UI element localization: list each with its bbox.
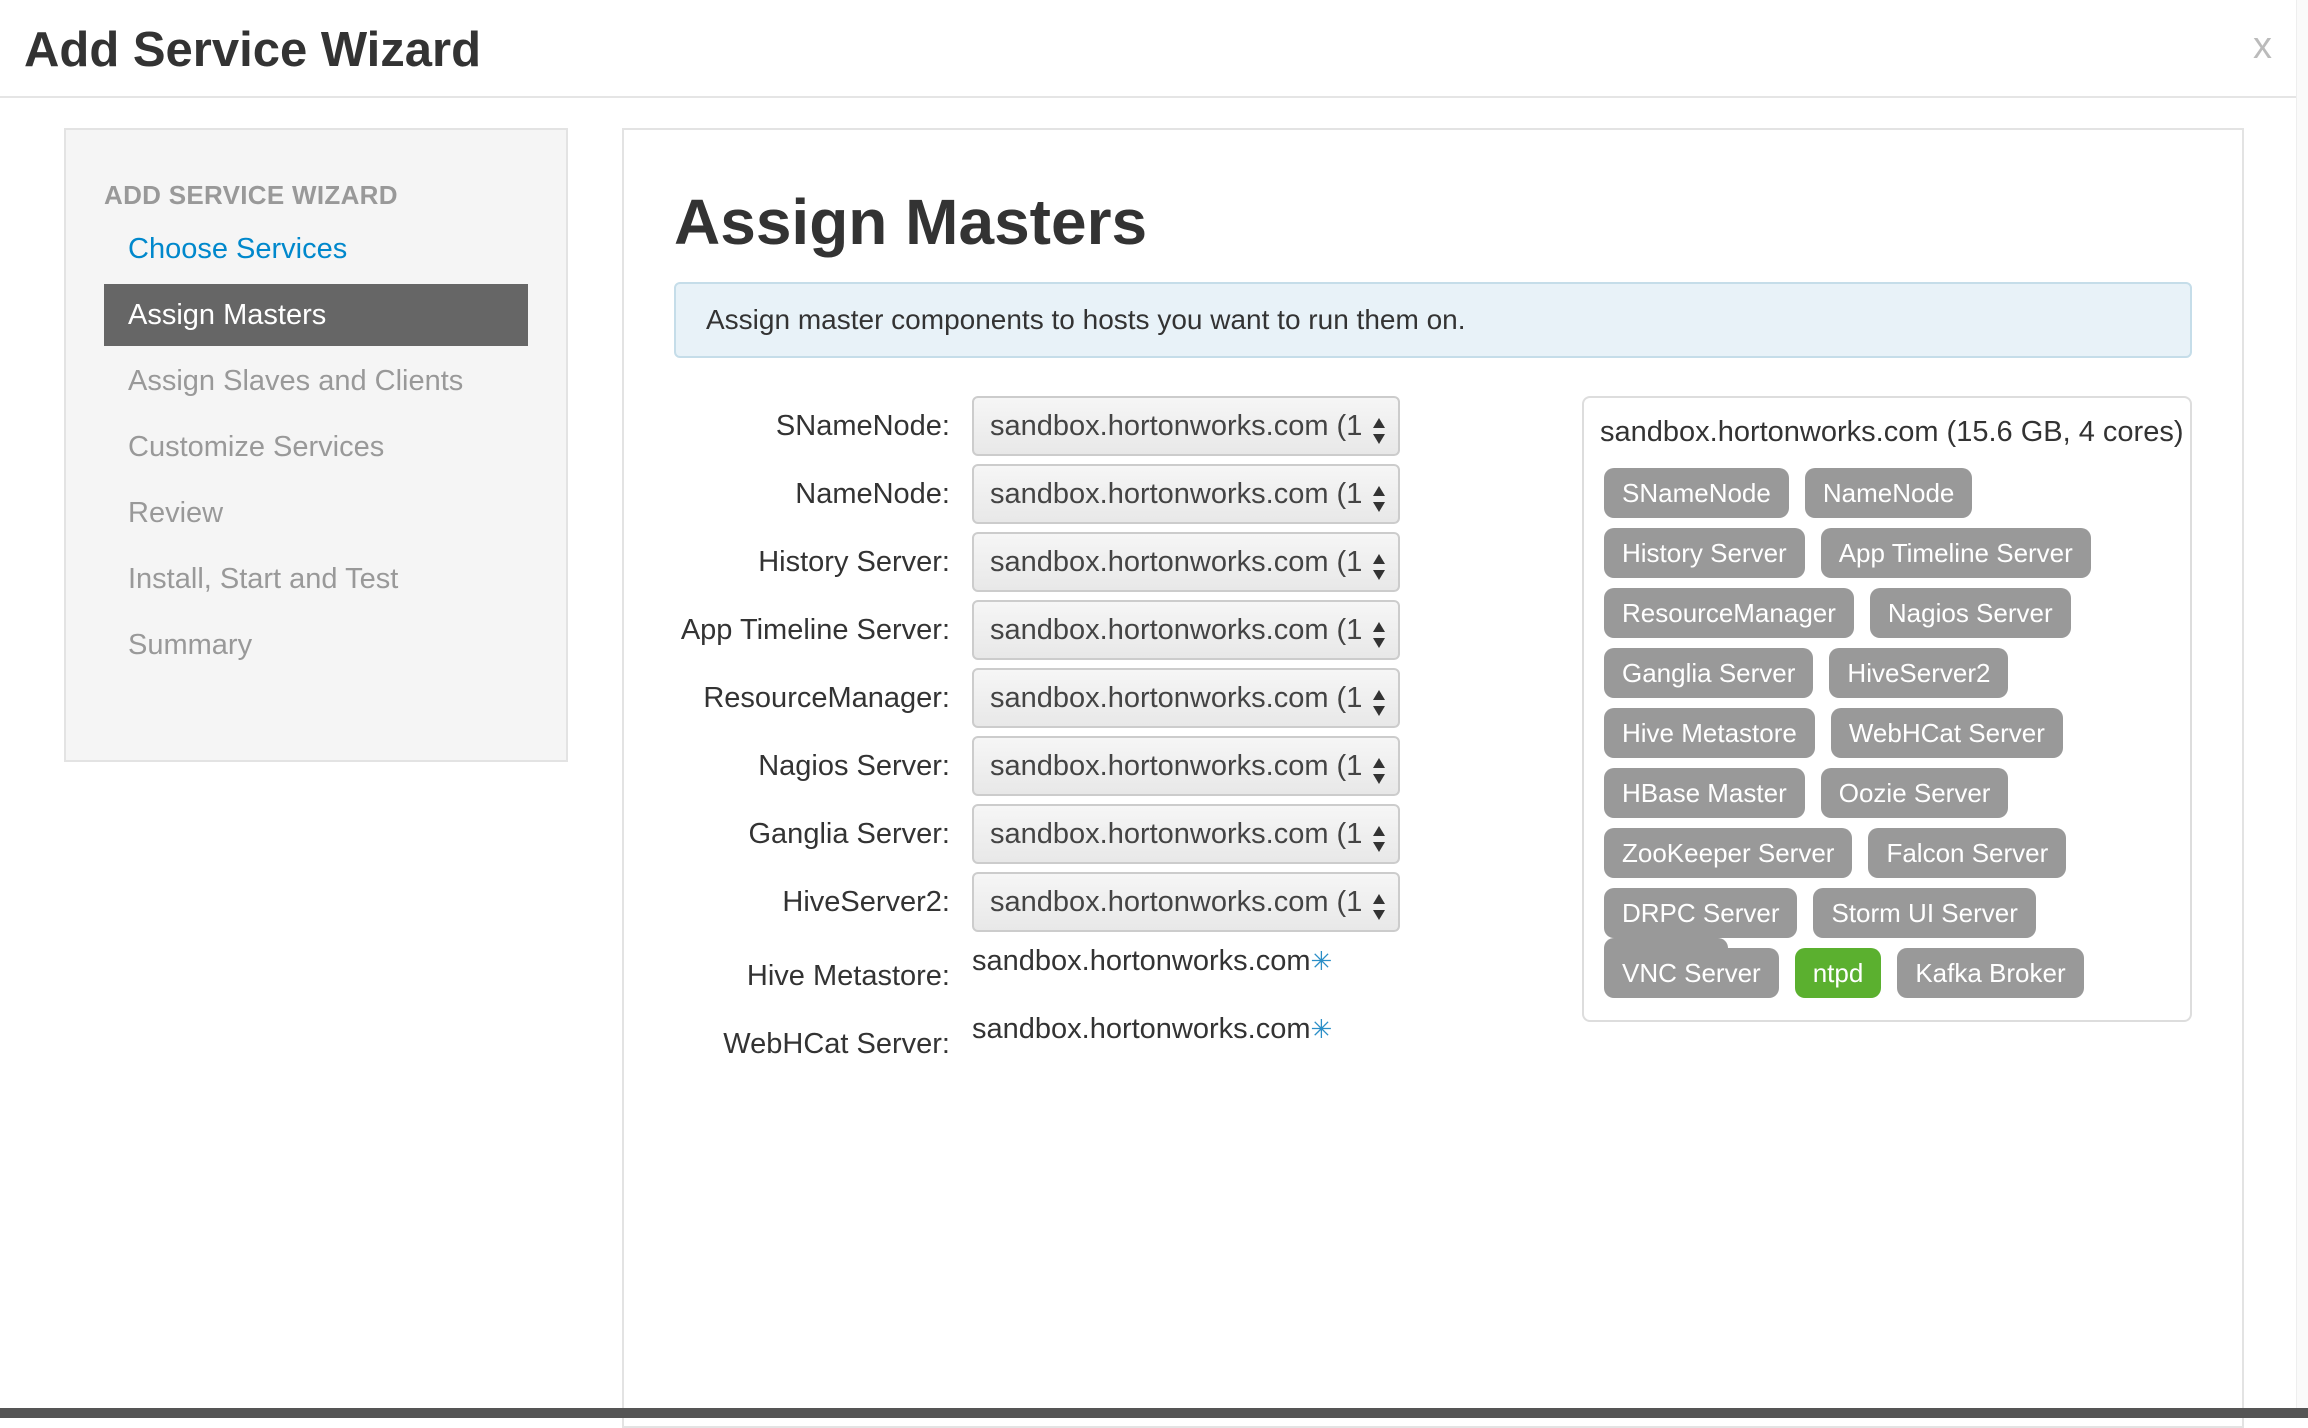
host-select-history-server[interactable]: sandbox.hortonworks.com (1 — [972, 532, 1400, 592]
select-arrows-icon — [1372, 410, 1386, 444]
info-alert: Assign master components to hosts you wa… — [674, 282, 2192, 358]
assignment-label: SNameNode: — [775, 410, 950, 442]
sidebar-header: ADD SERVICE WIZARD — [104, 180, 398, 210]
modal-header: Add Service Wizard x — [0, 0, 2308, 98]
host-name: sandbox.hortonworks.com — [972, 945, 1311, 977]
component-badge-zookeeper-server: ZooKeeper Server — [1604, 828, 1853, 878]
host-select-ganglia-server[interactable]: sandbox.hortonworks.com (1 — [972, 804, 1400, 864]
assignment-label: WebHCat Server: — [723, 1028, 950, 1060]
sidebar-step-customize-services: Customize Services — [128, 431, 385, 463]
component-badge-drpc-server: DRPC Server — [1604, 888, 1798, 938]
badge-row: ZooKeeper Server Falcon Server — [1604, 828, 2184, 888]
asterisk-icon: ✳ — [1310, 1014, 1333, 1044]
select-arrows-icon — [1372, 818, 1386, 852]
component-badge-webhcat-server: WebHCat Server — [1830, 708, 2063, 758]
sidebar-step-review: Review — [128, 497, 224, 529]
component-badge-storm-ui-server: Storm UI Server — [1813, 888, 2036, 938]
main-panel: Assign Masters Assign master components … — [622, 128, 2244, 1428]
assignment-label: App Timeline Server: — [680, 614, 950, 646]
window-bottom-edge — [0, 1408, 2308, 1418]
assignment-label: Hive Metastore: — [746, 960, 950, 992]
host-select-resourcemanager[interactable]: sandbox.hortonworks.com (1 — [972, 668, 1400, 728]
sidebar-step-assign-masters[interactable]: Assign Masters — [104, 284, 528, 346]
assignment-row-nagios-server: Nagios Server: sandbox.hortonworks.com (1 — [624, 736, 1524, 796]
host-card-title: sandbox.hortonworks.com (15.6 GB, 4 core… — [1600, 416, 2184, 448]
component-badge-namenode: NameNode — [1804, 468, 1973, 518]
host-name: sandbox.hortonworks.com — [972, 1013, 1311, 1045]
host-select-value: sandbox.hortonworks.com (1 — [990, 478, 1363, 510]
badge-row: HBase Master Oozie Server — [1604, 768, 2184, 828]
component-badge-kafka-broker: Kafka Broker — [1897, 948, 2084, 998]
host-select-value: sandbox.hortonworks.com (1 — [990, 682, 1363, 714]
sidebar-step-summary: Summary — [128, 629, 253, 661]
select-arrows-icon — [1372, 546, 1386, 580]
component-badge-history-server: History Server — [1604, 528, 1805, 578]
assignment-row-ganglia-server: Ganglia Server: sandbox.hortonworks.com (… — [624, 804, 1524, 864]
assignment-row-resourcemanager: ResourceManager: sandbox.hortonworks.com … — [624, 668, 1524, 728]
component-badge-vnc-server: VNC Server — [1604, 948, 1779, 998]
sidebar-step-assign-slaves-and-clients: Assign Slaves and Clients — [128, 365, 464, 397]
page-title: Assign Masters — [674, 186, 1148, 258]
component-badge-nagios-server: Nagios Server — [1869, 588, 2071, 638]
assignment-label: Ganglia Server: — [748, 818, 951, 850]
assignment-row-snamenode: SNameNode: sandbox.hortonworks.com (1 — [624, 396, 1524, 456]
asterisk-icon: ✳ — [1310, 946, 1333, 976]
assignment-row-webhcat-server: WebHCat Server: sandbox.hortonworks.com✳ — [624, 1006, 1524, 1066]
component-badge-oozie-server: Oozie Server — [1820, 768, 2009, 818]
component-badge-ntpd: ntpd — [1794, 948, 1882, 998]
host-card: sandbox.hortonworks.com (15.6 GB, 4 core… — [1582, 396, 2192, 1022]
host-static-value: sandbox.hortonworks.com✳ — [972, 938, 1332, 984]
select-arrows-icon — [1372, 682, 1386, 716]
host-select-namenode[interactable]: sandbox.hortonworks.com (1 — [972, 464, 1400, 524]
badge-row: History Server App Timeline Server — [1604, 528, 2184, 588]
assignment-row-hive-metastore: Hive Metastore: sandbox.hortonworks.com✳ — [624, 938, 1524, 998]
component-badge-hbase-master: HBase Master — [1604, 768, 1805, 818]
host-select-nagios-server[interactable]: sandbox.hortonworks.com (1 — [972, 736, 1400, 796]
badge-row: Ganglia Server HiveServer2 — [1604, 648, 2184, 708]
badge-row: SNameNode NameNode — [1604, 468, 2184, 528]
component-badge-ganglia-server: Ganglia Server — [1604, 648, 1814, 698]
modal-scrollbar[interactable] — [2296, 0, 2308, 1418]
host-select-snamenode[interactable]: sandbox.hortonworks.com (1 — [972, 396, 1400, 456]
component-badge-hive-metastore: Hive Metastore — [1604, 708, 1815, 758]
select-arrows-icon — [1372, 614, 1386, 648]
host-select-app-timeline-server[interactable]: sandbox.hortonworks.com (1 — [972, 600, 1400, 660]
host-select-value: sandbox.hortonworks.com (1 — [990, 750, 1363, 782]
component-badge-hiveserver2: HiveServer2 — [1829, 648, 2009, 698]
host-select-value: sandbox.hortonworks.com (1 — [990, 546, 1363, 578]
assignment-label: Nagios Server: — [758, 750, 950, 782]
component-badge-resourcemanager: ResourceManager — [1604, 588, 1854, 638]
badge-row: VNC Server ntpd Kafka Broker — [1604, 948, 2184, 1008]
assignment-label: ResourceManager: — [703, 682, 950, 714]
assignment-label: NameNode: — [795, 478, 950, 510]
host-static-value: sandbox.hortonworks.com✳ — [972, 1006, 1332, 1052]
badge-row: Hive Metastore WebHCat Server — [1604, 708, 2184, 768]
component-badge-falcon-server: Falcon Server — [1868, 828, 2067, 878]
badge-row: ResourceManager Nagios Server — [1604, 588, 2184, 648]
assignment-row-app-timeline-server: App Timeline Server: sandbox.hortonworks.… — [624, 600, 1524, 660]
host-select-value: sandbox.hortonworks.com (1 — [990, 886, 1363, 918]
host-select-value: sandbox.hortonworks.com (1 — [990, 818, 1363, 850]
component-badge-app-timeline-server: App Timeline Server — [1820, 528, 2091, 578]
sidebar-step-choose-services[interactable]: Choose Services — [128, 233, 348, 265]
sidebar-step-install-start-and-test: Install, Start and Test — [128, 563, 399, 595]
modal-title: Add Service Wizard — [24, 23, 482, 77]
assignment-row-namenode: NameNode: sandbox.hortonworks.com (1 — [624, 464, 1524, 524]
select-arrows-icon — [1372, 886, 1386, 920]
component-badge-snamenode: SNameNode — [1604, 468, 1789, 518]
host-select-value: sandbox.hortonworks.com (1 — [990, 614, 1363, 646]
assignment-row-hiveserver2: HiveServer2: sandbox.hortonworks.com (1 — [624, 872, 1524, 932]
host-select-value: sandbox.hortonworks.com (1 — [990, 410, 1363, 442]
select-arrows-icon — [1372, 478, 1386, 512]
assignment-label: HiveServer2: — [782, 886, 950, 918]
close-button[interactable]: x — [2253, 25, 2272, 67]
select-arrows-icon — [1372, 750, 1386, 784]
assignment-label: History Server: — [758, 546, 950, 578]
host-select-hiveserver2[interactable]: sandbox.hortonworks.com (1 — [972, 872, 1400, 932]
assignment-row-history-server: History Server: sandbox.hortonworks.com (… — [624, 532, 1524, 592]
